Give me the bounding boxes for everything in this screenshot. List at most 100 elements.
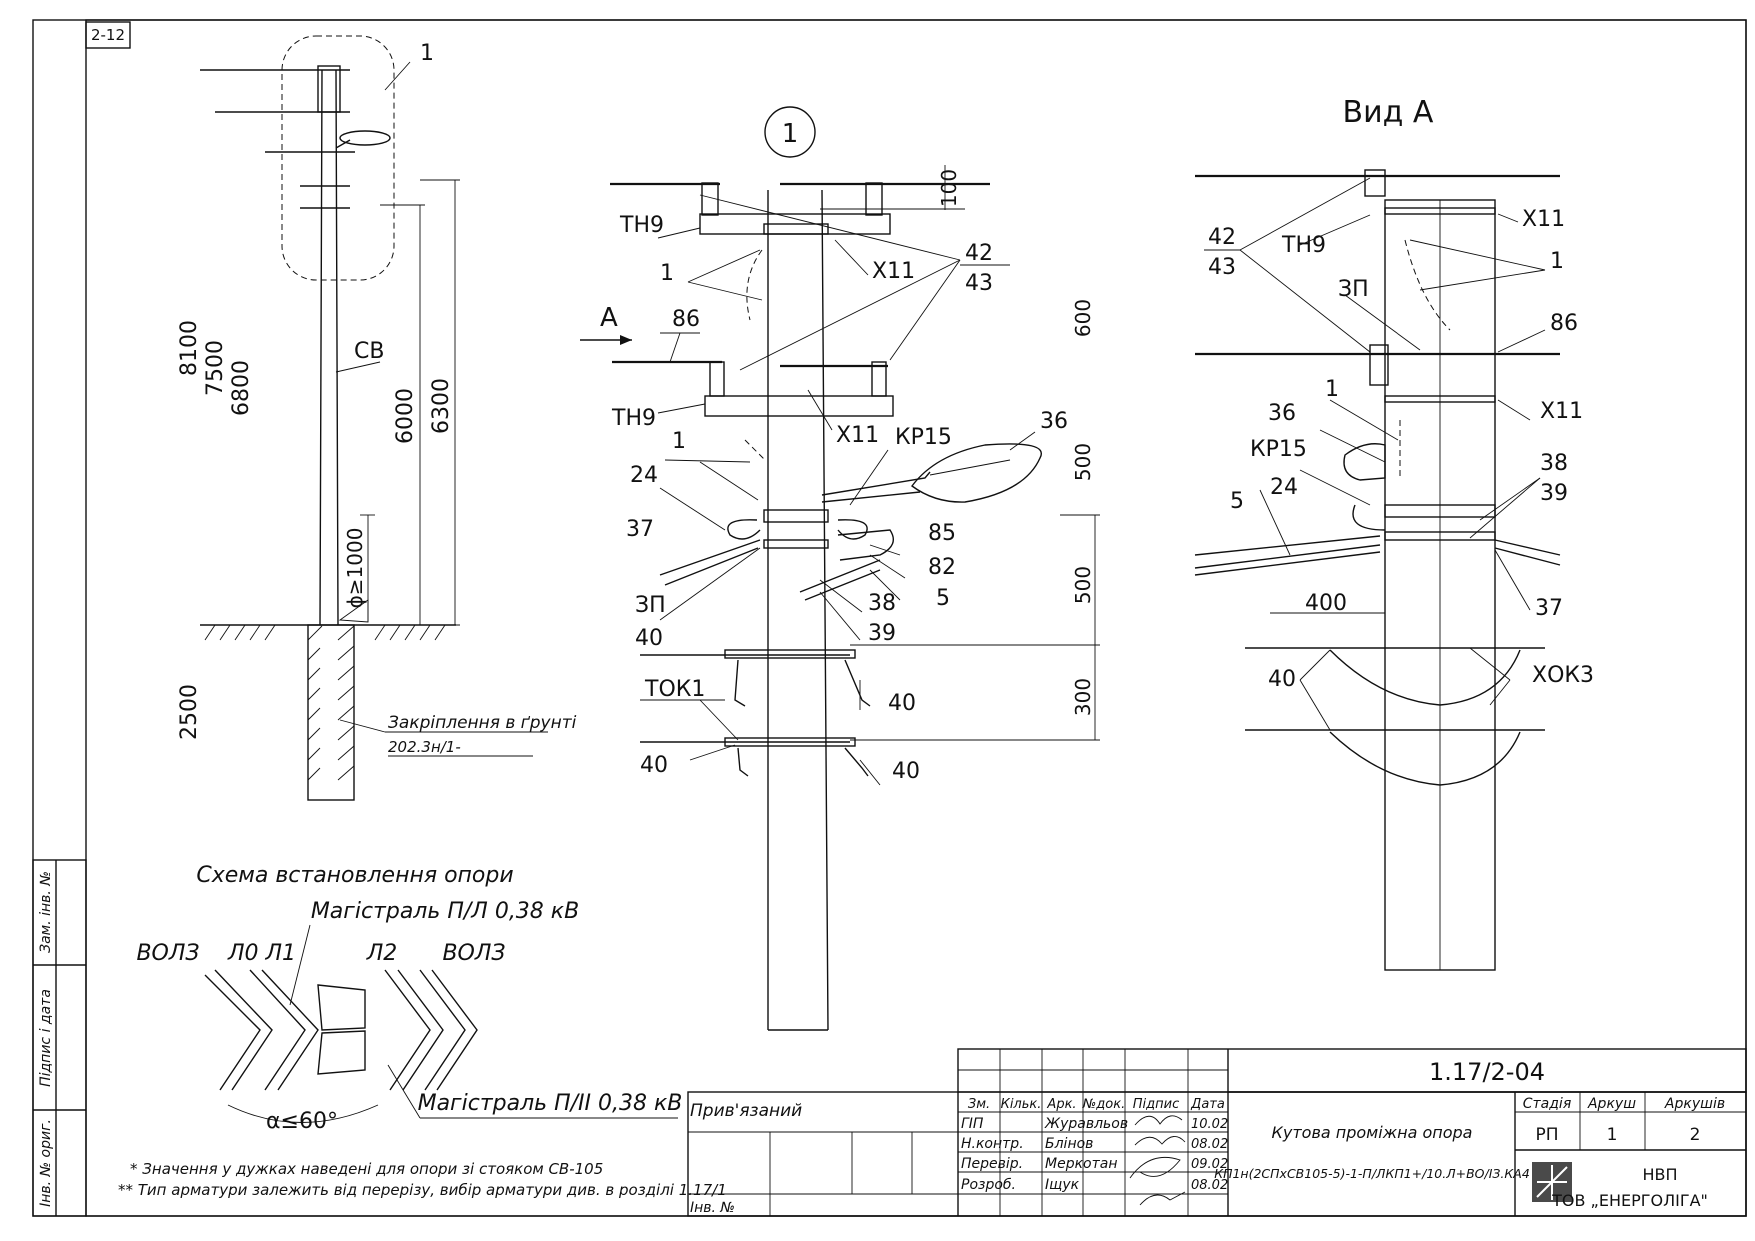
node-label-kp15: КР15 (895, 425, 952, 450)
view-a-label-43: 43 (1208, 255, 1236, 280)
view-arrow-label: А (600, 303, 618, 333)
view-a: Вид А (1194, 95, 1594, 971)
node-view: 1 (580, 106, 1100, 1031)
node-label-tok1: ТОК1 (644, 677, 705, 702)
view-a-label-37: 37 (1535, 596, 1563, 621)
side-zam-label: Зам. інв. № (38, 871, 54, 953)
scheme-angle: α≤60° (266, 1109, 338, 1134)
left-h-6300: 6300 (429, 378, 454, 434)
side-inv-label: Інв. № ориг. (38, 1119, 54, 1207)
view-a-label-kp15: КР15 (1250, 437, 1307, 462)
note-2: ** Тип арматури залежить від перерізу, в… (118, 1181, 727, 1199)
node-label-38: 38 (868, 591, 896, 616)
tb-doc-code: 1.17/2-04 (1429, 1058, 1545, 1086)
left-h-8100: 8100 (177, 320, 202, 376)
left-h-6800: 6800 (229, 360, 254, 416)
view-a-label-5: 5 (1230, 489, 1244, 514)
scheme-pole-lower (317, 1030, 366, 1075)
tb-row4-date: 08.02 (1191, 1178, 1228, 1193)
inner-frame (85, 19, 1747, 1217)
node-label-36: 36 (1040, 409, 1068, 434)
left-h-7500: 7500 (203, 340, 228, 396)
view-a-label-1-a: 1 (1550, 249, 1564, 274)
left-lamp (339, 130, 391, 146)
view-a-label-42: 42 (1208, 225, 1236, 250)
node-label-tn9-a: ТН9 (619, 213, 664, 238)
view-a-label-400: 400 (1305, 591, 1347, 616)
node-label-40-b: 40 (888, 691, 916, 716)
tb-row2-date: 08.02 (1191, 1137, 1228, 1152)
tb-h-ark: Арк. (1046, 1097, 1076, 1112)
scheme-pole-upper (317, 984, 366, 1031)
tb-h-kilk: Кільк. (1001, 1097, 1042, 1112)
view-a-label-1-b: 1 (1325, 377, 1339, 402)
scheme-l2: Л2 (366, 941, 398, 966)
node-label-85: 85 (928, 521, 956, 546)
sheet-code: 2-12 (91, 26, 125, 44)
left-callout-number: 1 (420, 41, 434, 66)
view-a-label-38: 38 (1540, 451, 1568, 476)
left-pole (319, 69, 339, 626)
node-label-39: 39 (868, 621, 896, 646)
view-a-label-zp: ЗП (1338, 277, 1369, 302)
tb-sheet: 1 (1607, 1125, 1618, 1145)
tb-sheets: 2 (1690, 1125, 1701, 1145)
tb-org1: НВП (1642, 1165, 1677, 1184)
signatures (1129, 1115, 1186, 1206)
node-title-circle (764, 106, 816, 158)
node-label-tn9-b: ТН9 (611, 406, 656, 431)
node-label-1-b: 1 (672, 429, 686, 454)
node-label-24: 24 (630, 463, 658, 488)
node-label-43: 43 (965, 271, 993, 296)
tb-stage: РП (1535, 1125, 1558, 1145)
scheme-main-bottom: Магістраль П/ІІ 0,38 кВ (418, 1091, 683, 1116)
node-pole (767, 189, 829, 1031)
scheme-l0-l1: Л0 Л1 (227, 941, 296, 966)
tb-row4-role: Розроб. (961, 1177, 1016, 1193)
tb-h-data: Дата (1190, 1097, 1225, 1112)
scheme-vol3-left: ВОЛЗ (136, 941, 199, 966)
tb-stage-label: Стадія (1523, 1096, 1572, 1112)
view-a-label-24: 24 (1270, 475, 1298, 500)
tb-row2-name: Блінов (1045, 1136, 1093, 1152)
scheme-vol3-right: ВОЛЗ (442, 941, 505, 966)
node-label-40-d: 40 (892, 759, 920, 784)
node-label-86: 86 (672, 307, 700, 332)
left-h-2500: 2500 (177, 684, 202, 740)
fixing-label: Закріплення в ґрунті (388, 713, 577, 733)
fixing-ref: 202.3н/1- (388, 738, 461, 756)
view-a-label-40: 40 (1268, 667, 1296, 692)
title-block: Прив'язаний Інв. № 1.17/2-04 Зм. Кільк. … (687, 1048, 1747, 1217)
tb-row3-role: Перевір. (961, 1156, 1023, 1172)
tb-row3-date: 09.02 (1191, 1157, 1228, 1172)
scheme-title: Схема встановлення опори (196, 863, 513, 888)
side-pidpys-label: Підпис і дата (38, 989, 54, 1087)
dim-500-lower: 500 (1071, 566, 1095, 604)
node-title: 1 (782, 119, 799, 149)
view-a-label-x11-b: Х11 (1540, 399, 1583, 424)
tb-row2-role: Н.контр. (961, 1136, 1024, 1152)
installation-scheme: Схема встановлення опори Магістраль П/Л … (136, 863, 682, 1134)
left-pole-label: СВ (354, 339, 384, 364)
view-a-label-36: 36 (1268, 401, 1296, 426)
second-crossarm (704, 395, 894, 417)
tb-title-line2: КП1н(2СПхСВ105-5)-1-П/ЛКП1+/10.Л+ВО/ІЗ.К… (1214, 1166, 1530, 1181)
view-a-label-x11-a: Х11 (1522, 207, 1565, 232)
tb-row4-name: Іщук (1045, 1177, 1080, 1193)
view-a-label-39: 39 (1540, 481, 1568, 506)
tok1-band-upper (724, 649, 856, 659)
tb-pryvyazanyi: Прив'язаний (690, 1101, 802, 1121)
node-label-40-a: 40 (635, 626, 663, 651)
node-label-5: 5 (936, 586, 950, 611)
tb-h-zm: Зм. (968, 1097, 990, 1112)
tb-sheet-label: Аркуш (1587, 1096, 1636, 1112)
view-a-label-xok3: ХОК3 (1532, 663, 1594, 688)
tb-row3-name: Меркотан (1045, 1156, 1118, 1172)
dim-100: 100 (937, 169, 961, 207)
note-1: * Значення у дужках наведені для опори з… (130, 1160, 603, 1178)
tb-sheets-label: Аркушів (1664, 1096, 1725, 1112)
view-a-title: Вид А (1343, 95, 1434, 130)
tb-row1-name: Журавльов (1044, 1116, 1128, 1132)
left-h-6000: 6000 (393, 388, 418, 444)
